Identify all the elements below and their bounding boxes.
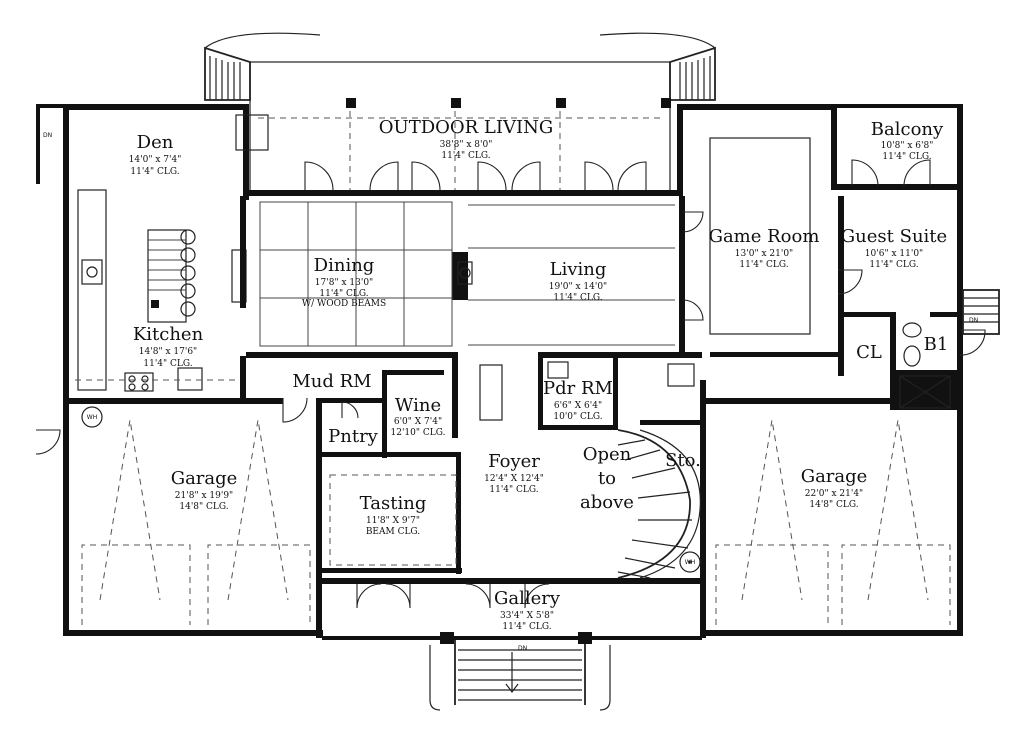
interior-walls (240, 196, 960, 644)
beam-grid (259, 201, 675, 347)
foyer-label: Foyer (488, 451, 540, 472)
bath-fixtures (479, 322, 951, 421)
gallery-label: Gallery (494, 588, 561, 609)
powder-room-label: Pdr RM (543, 378, 613, 399)
open-to-above-line3: above (580, 492, 634, 513)
garage-left-clg: 14'8" CLG. (179, 502, 228, 512)
kitchen-dim: 14'8" x 17'6" (139, 347, 197, 357)
open-to-above-line1: Open (583, 444, 632, 465)
outdoor-stairs-left (204, 32, 321, 101)
curved-stair (617, 429, 701, 579)
tasting-clg: BEAM CLG. (366, 527, 420, 537)
bath-one-label: B1 (924, 334, 949, 355)
living-clg: 11'4" CLG. (553, 293, 602, 303)
exterior-walls (36, 104, 963, 638)
outdoor-living-clg: 11'4" CLG. (441, 151, 490, 161)
den-dim: 14'0" x 7'4" (129, 155, 182, 165)
balcony-clg: 11'4" CLG. (882, 152, 931, 162)
wine-dim: 6'0" X 7'4" (394, 417, 442, 427)
mud-room-label: Mud RM (292, 371, 371, 392)
den-clg: 11'4" CLG. (130, 167, 179, 177)
garage-right-clg: 14'8" CLG. (809, 500, 858, 510)
guest-suite-label: Guest Suite (841, 226, 947, 247)
den-stair-down-label: DN (43, 132, 52, 139)
water-heater-left-label: WH (87, 414, 97, 421)
foyer-dim: 12'4" X 12'4" (484, 474, 544, 484)
game-table (709, 137, 811, 335)
side-stair-right (962, 289, 1000, 335)
foyer-clg: 11'4" CLG. (489, 485, 538, 495)
garage-left-dim: 21'8" x 19'9" (175, 491, 233, 501)
front-stair-down-label: DN (518, 645, 527, 652)
pantry-label: Pntry (328, 426, 379, 447)
dining-dim: 17'8" x 13'0" (315, 278, 373, 288)
kitchen-clg: 11'4" CLG. (143, 359, 192, 369)
powder-room-dim: 6'6" X 6'4" (554, 401, 602, 411)
living-dim: 19'0" x 14'0" (549, 282, 607, 292)
garage-right-label: Garage (801, 466, 868, 487)
game-room-clg: 11'4" CLG. (739, 260, 788, 270)
water-heater-left-icon (81, 406, 103, 428)
side-stair-down-label: DN (969, 317, 978, 324)
wine-label: Wine (395, 395, 441, 416)
outdoor-stairs-right (599, 32, 716, 101)
guest-suite-clg: 11'4" CLG. (869, 260, 918, 270)
door-swings (35, 159, 986, 609)
dining-label: Dining (314, 255, 375, 276)
dining-note: W/ WOOD BEAMS (302, 299, 386, 309)
game-room-dim: 13'0" x 21'0" (735, 249, 793, 259)
open-to-above-line2: to (598, 468, 616, 489)
water-heater-right-label: WH (685, 559, 695, 566)
outdoor-living-label: OUTDOOR LIVING (379, 117, 553, 138)
dining-clg: 11'4" CLG. (319, 289, 368, 299)
garage-door-markers (81, 419, 951, 625)
gallery-clg: 11'4" CLG. (502, 622, 551, 632)
game-room-label: Game Room (709, 226, 820, 247)
living-label: Living (550, 259, 607, 280)
kitchen-label: Kitchen (133, 324, 204, 345)
closet-label: CL (856, 342, 882, 363)
wine-clg: 12'10" CLG. (391, 428, 446, 438)
tasting-dim: 11'8" X 9'7" (366, 516, 420, 526)
guest-suite-dim: 10'6" x 11'0" (865, 249, 923, 259)
tasting-label: Tasting (360, 493, 427, 514)
powder-room-clg: 10'0" CLG. (553, 412, 602, 422)
storage-label: Sto. (665, 450, 701, 471)
front-steps (429, 640, 611, 711)
outdoor-living-dim: 38'8" x 8'0" (440, 140, 493, 150)
garage-left-label: Garage (171, 468, 238, 489)
garage-right-dim: 22'0" x 21'4" (805, 489, 863, 499)
water-heater-right-icon (688, 560, 692, 564)
balcony-dim: 10'8" x 6'8" (881, 141, 934, 151)
den-label: Den (137, 132, 174, 153)
gallery-dim: 33'4" X 5'8" (500, 611, 554, 621)
balcony-label: Balcony (871, 119, 944, 140)
